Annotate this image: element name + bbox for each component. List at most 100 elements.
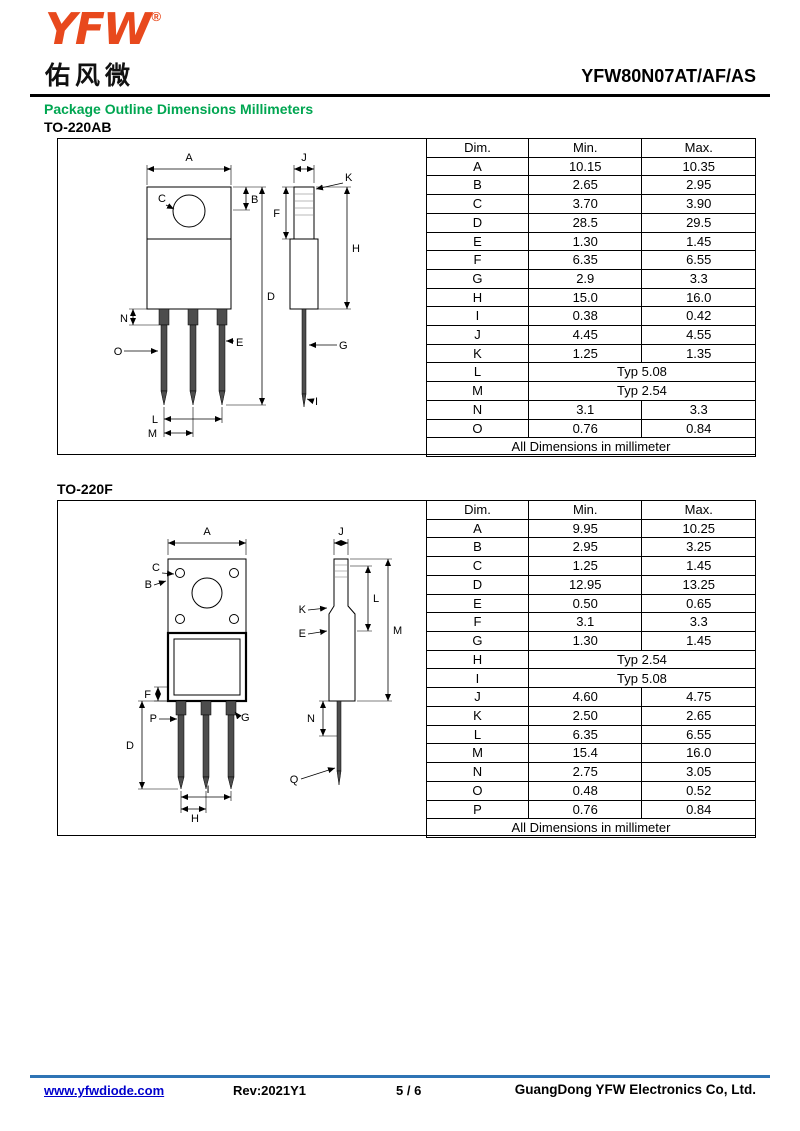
dimension-value: 0.52 <box>641 780 756 801</box>
to220f-drawing: A C B <box>126 526 402 825</box>
dimension-letter: J <box>426 687 529 707</box>
dimension-value: 1.30 <box>527 631 643 651</box>
dimension-letter: H <box>426 287 529 308</box>
registered-trademark-icon: ® <box>151 9 162 24</box>
dimension-value: 16.0 <box>641 287 756 308</box>
dimension-letter: D <box>426 574 529 595</box>
dimension-letter: J <box>426 325 529 345</box>
dimension-value: 15.0 <box>527 287 643 308</box>
dimension-value: 4.55 <box>641 325 756 345</box>
dimension-value: 1.45 <box>641 231 756 252</box>
dimension-value: 2.95 <box>527 537 643 558</box>
dimension-letter: M <box>426 743 529 764</box>
yfw-logo: YFW® 佑风微 <box>45 8 161 92</box>
dim-letter: C <box>158 193 166 205</box>
dimension-value: 0.42 <box>641 306 756 327</box>
dimension-value: 0.84 <box>641 418 756 439</box>
dimension-value: 15.4 <box>527 743 643 764</box>
dimension-value: 10.25 <box>641 518 756 539</box>
dimension-value: 2.50 <box>527 705 643 726</box>
dimension-value: 3.70 <box>527 194 643 214</box>
dimension-letter: B <box>426 175 529 196</box>
dim-letter: L <box>152 414 158 426</box>
dimension-value: 12.95 <box>527 574 643 595</box>
dimension-value: 4.60 <box>527 687 643 707</box>
table-footnote: All Dimensions in millimeter <box>426 818 756 838</box>
dimension-value: 6.35 <box>527 724 643 745</box>
dimension-letter: B <box>426 537 529 558</box>
dim-letter: I <box>315 396 318 408</box>
dimension-letter: N <box>426 762 529 782</box>
dimension-value: 10.15 <box>527 156 643 177</box>
dim-letter: A <box>203 526 211 538</box>
dimension-value: 1.45 <box>641 556 756 576</box>
column-header: Min. <box>527 500 643 520</box>
dimension-letter: E <box>426 593 529 614</box>
dimension-value: 9.95 <box>527 518 643 539</box>
dimension-value: 2.65 <box>641 705 756 726</box>
dimension-letter: O <box>426 418 529 439</box>
table-header-row: Dim.Min.Max. <box>426 500 756 520</box>
dimension-value: 4.45 <box>527 325 643 345</box>
dimension-value: 13.25 <box>641 574 756 595</box>
dim-letter: F <box>273 208 280 220</box>
dimension-value: 2.75 <box>527 762 643 782</box>
dim-letter: E <box>236 337 243 349</box>
dimension-value: Typ 5.08 <box>527 362 757 383</box>
column-header: Max. <box>641 500 756 520</box>
side-view: J K F H G I <box>273 152 360 408</box>
dimension-letter: C <box>426 194 529 214</box>
dimension-value: 3.3 <box>641 399 756 420</box>
revision-label: Rev:2021Y1 <box>233 1083 306 1098</box>
dimension-value: 0.76 <box>527 418 643 439</box>
package-name-to220f: TO-220F <box>57 481 113 497</box>
dim-letter: N <box>307 713 315 725</box>
to220ab-outline-box: A C B <box>57 138 757 457</box>
dim-letter: E <box>299 628 306 640</box>
dimension-letter: F <box>426 250 529 270</box>
dimension-value: 3.25 <box>641 537 756 558</box>
dimension-letter: H <box>426 649 529 670</box>
table-footnote-row: All Dimensions in millimeter <box>426 818 756 838</box>
column-header: Dim. <box>426 138 529 158</box>
dimension-value: 0.65 <box>641 593 756 614</box>
dimension-value: 2.9 <box>527 268 643 289</box>
dimension-value: 16.0 <box>641 743 756 764</box>
dim-letter: H <box>352 243 360 255</box>
to220ab-drawing: A C B <box>114 152 360 440</box>
dim-letter: Q <box>290 774 299 786</box>
dimension-letter: F <box>426 612 529 633</box>
table-header-row: Dim.Min.Max. <box>426 138 756 158</box>
dimension-value: 2.95 <box>641 175 756 196</box>
dimension-value: 0.48 <box>527 780 643 801</box>
dimension-letter: L <box>426 362 529 383</box>
dimension-letter: E <box>426 231 529 252</box>
dimension-letter: G <box>426 631 529 651</box>
dim-letter: K <box>299 604 307 616</box>
website-link[interactable]: www.yfwdiode.com <box>44 1083 165 1098</box>
dimension-value: 4.75 <box>641 687 756 707</box>
dimension-letter: A <box>426 156 529 177</box>
dimension-value: 29.5 <box>641 212 756 233</box>
dim-letter: F <box>144 689 151 701</box>
dim-letter: J <box>338 526 344 538</box>
